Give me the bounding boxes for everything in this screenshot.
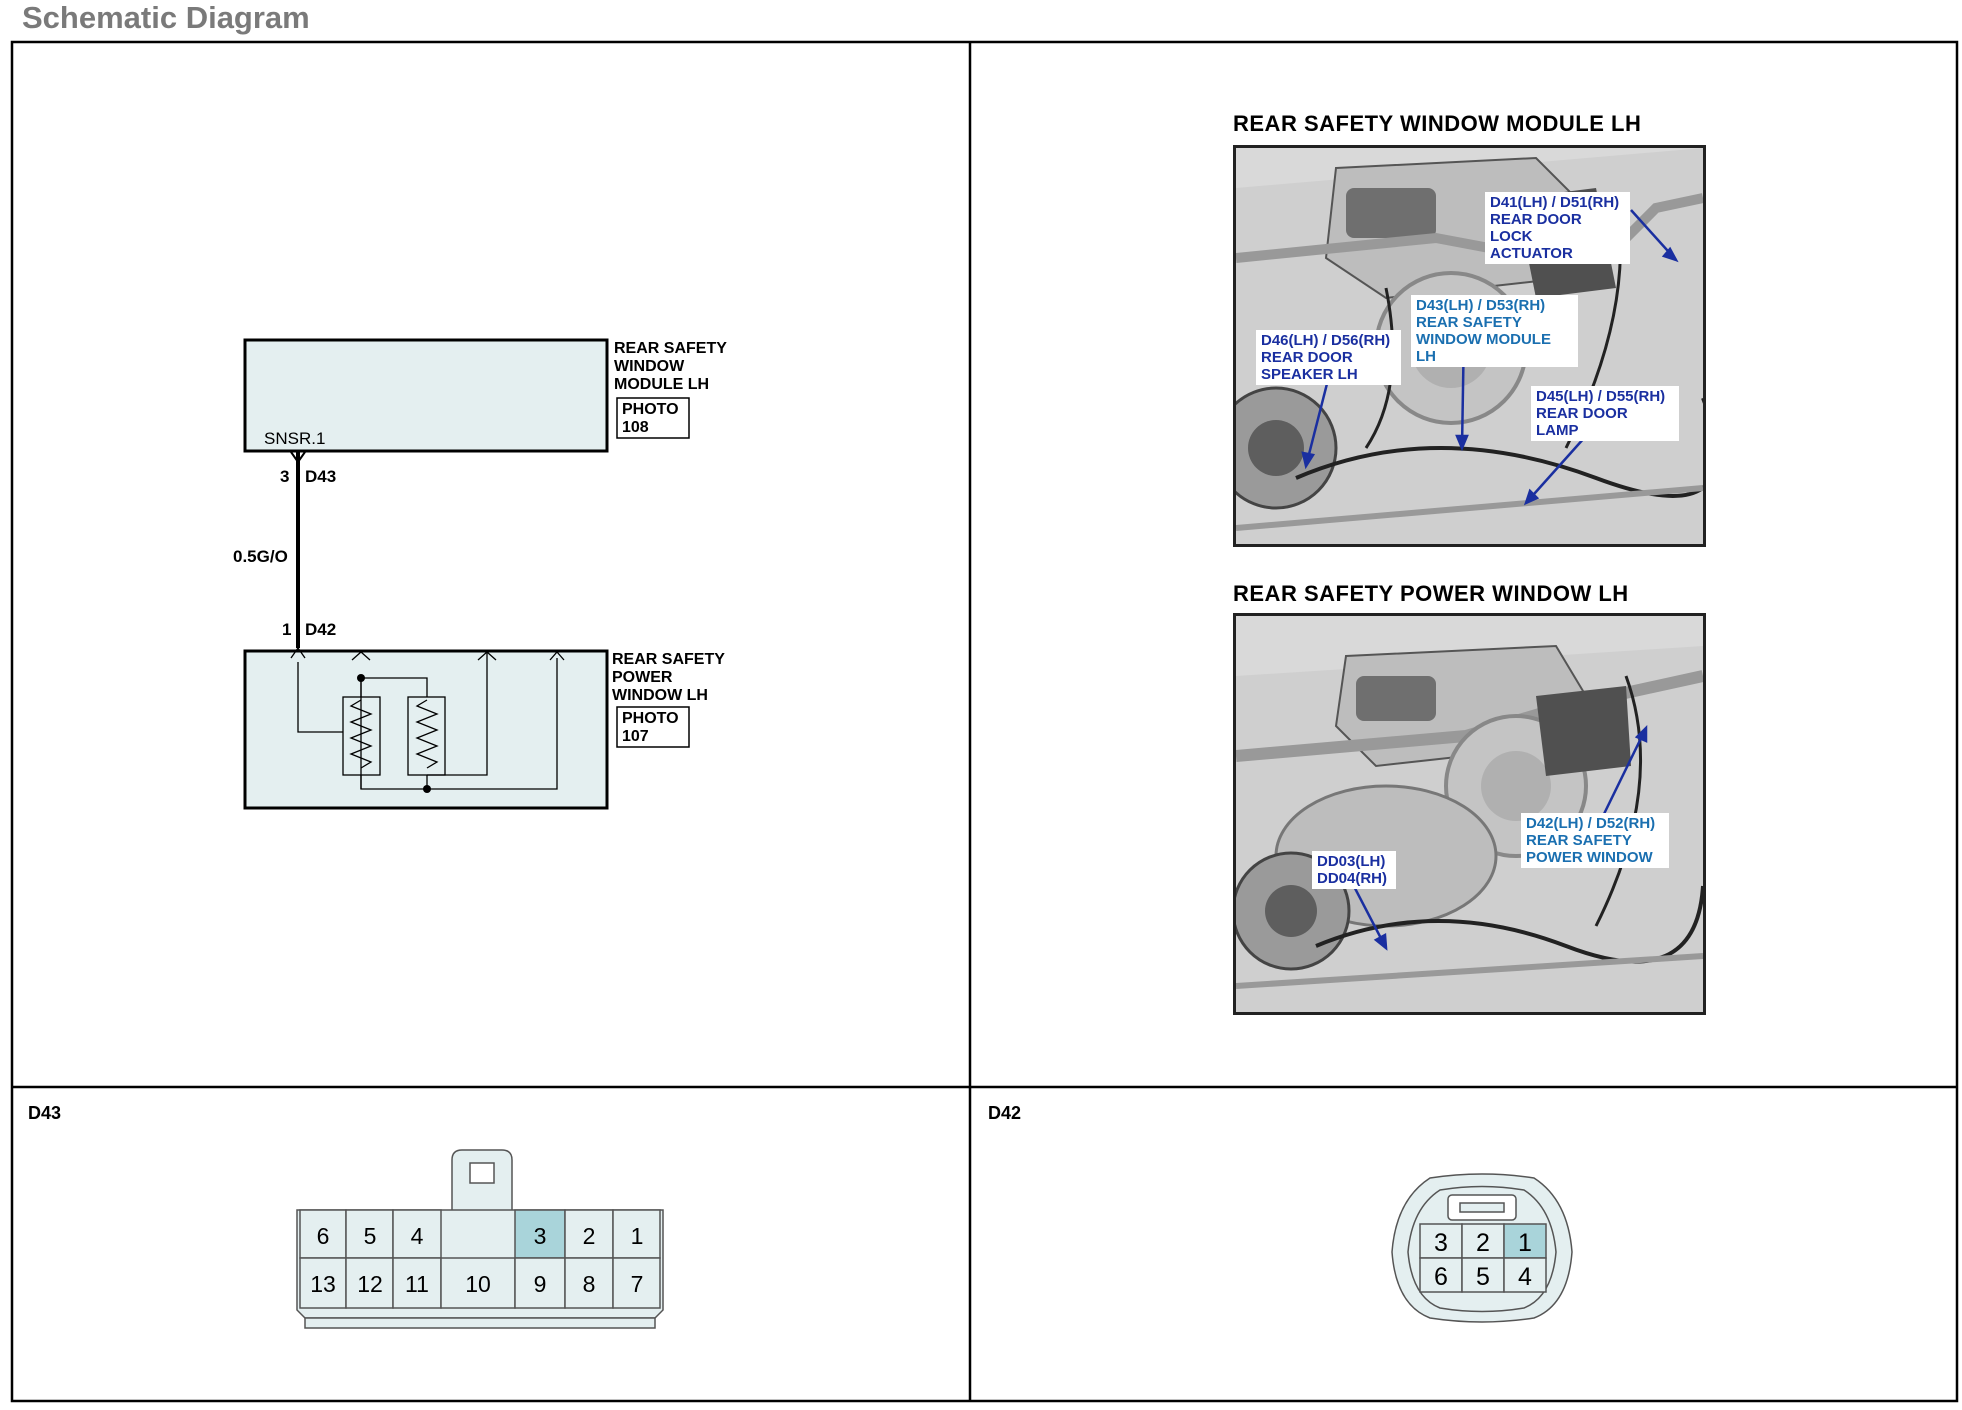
callout-dd03: DD03(LH) DD04(RH) [1312,851,1396,889]
svg-text:REAR SAFETY: REAR SAFETY [614,340,727,357]
callout-power-window: D42(LH) / D52(RH) REAR SAFETY POWER WIND… [1521,813,1669,868]
d43-pin: 3 [534,1223,547,1249]
top-pin-number: 3 [280,467,289,486]
window-module-name: REAR SAFETY WINDOW MODULE LH [614,340,727,393]
d43-pin: 5 [364,1223,377,1249]
svg-text:MODULE LH: MODULE LH [614,376,709,393]
svg-text:POWER: POWER [612,669,673,686]
page-title: Schematic Diagram [22,0,310,35]
callout-door-lamp: D45(LH) / D55(RH) REAR DOOR LAMP [1531,386,1679,441]
d43-pin: 8 [583,1271,596,1297]
d42-pin: 1 [1518,1229,1532,1257]
photo-108-box [616,397,690,439]
photo-title-power-window: REAR SAFETY POWER WINDOW LH [1233,581,1629,606]
d43-pin: 2 [583,1223,596,1249]
svg-text:PHOTO: PHOTO [622,710,679,727]
d43-pin: 4 [411,1223,424,1249]
d43-title: D43 [28,1103,62,1123]
callout-window-module: D43(LH) / D53(RH) REAR SAFETY WINDOW MOD… [1411,295,1578,367]
photo-107-box [616,706,690,748]
d43-pins: 6 5 4 3 2 1 13 12 11 10 9 8 7 [310,1223,643,1297]
callout-door-lock: D41(LH) / D51(RH) REAR DOOR LOCK ACTUATO… [1485,192,1630,264]
photo-power-window: D42(LH) / D52(RH) REAR SAFETY POWER WIND… [1233,613,1706,1015]
d42-pins: 3 2 1 6 5 4 [1434,1229,1532,1291]
d42-pin: 6 [1434,1263,1448,1291]
photo-window-module: D41(LH) / D51(RH) REAR DOOR LOCK ACTUATO… [1233,145,1706,547]
d42-pin: 4 [1518,1263,1532,1291]
photo-title-module: REAR SAFETY WINDOW MODULE LH [1233,111,1642,136]
d43-pin: 6 [317,1223,330,1249]
wire-color-code: 0.5G/O [233,547,288,566]
d43-pin: 9 [534,1271,547,1297]
d43-pin: 11 [405,1271,429,1297]
door-photo-illustration [1236,616,1703,1012]
power-window-name: REAR SAFETY POWER WINDOW LH [612,651,725,704]
d42-pin: 2 [1476,1229,1490,1257]
d42-pin: 3 [1434,1229,1448,1257]
window-module-box [243,338,609,453]
d43-pin: 10 [465,1271,491,1297]
svg-text:108: 108 [622,419,649,436]
callout-speaker: D46(LH) / D56(RH) REAR DOOR SPEAKER LH [1256,330,1401,385]
svg-text:REAR SAFETY: REAR SAFETY [612,651,725,668]
pin-label-snsr: SNSR.1 [264,429,325,448]
d43-pin: 7 [631,1271,644,1297]
d43-pin: 1 [631,1223,644,1249]
power-window-box [243,649,609,810]
svg-text:107: 107 [622,728,649,745]
bottom-pin-number: 1 [282,620,291,639]
frame [10,40,1959,1403]
svg-text:PHOTO: PHOTO [622,401,679,418]
d43-connector [296,1149,664,1329]
photo-108-label: PHOTO 108 [622,401,679,436]
d42-title: D42 [988,1103,1022,1123]
svg-text:WINDOW: WINDOW [614,358,685,375]
top-connector-label: D43 [305,467,336,486]
module-terminal-mark [290,451,306,464]
d42-pin: 5 [1476,1263,1490,1291]
svg-text:WINDOW LH: WINDOW LH [612,687,708,704]
d42-connector [1391,1173,1573,1323]
d43-pin: 12 [357,1271,383,1297]
d43-pin: 13 [310,1271,336,1297]
bottom-connector-label: D42 [305,620,336,639]
photo-107-label: PHOTO 107 [622,710,679,745]
